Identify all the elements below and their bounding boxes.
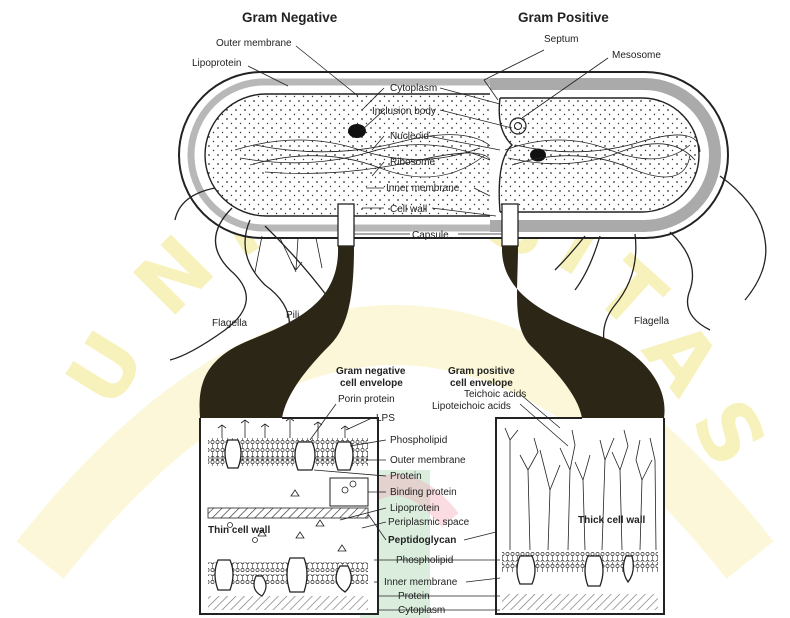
title-pos-envelope-2: cell envelope — [450, 378, 513, 389]
header-gram-positive: Gram Positive — [518, 10, 609, 25]
gram-negative-cell — [179, 72, 505, 246]
label-lipoprotein: Lipoprotein — [192, 58, 241, 69]
label-outer-membrane-env: Outer membrane — [390, 455, 466, 466]
inclusion-body-left — [348, 124, 366, 138]
label-ribosome: Ribosome — [390, 157, 435, 168]
label-cell-wall: Cell wall — [390, 204, 427, 215]
label-outer-membrane: Outer membrane — [216, 38, 292, 49]
label-phospholipid-top: Phospholipid — [390, 435, 447, 446]
title-neg-envelope-1: Gram negative — [336, 366, 406, 377]
label-septum: Septum — [544, 34, 578, 45]
label-inner-membrane: Inner membrane — [386, 183, 460, 194]
label-phospholipid-bottom: Phospholipid — [396, 555, 453, 566]
label-peptidoglycan: Peptidoglycan — [388, 535, 456, 546]
label-pili: Pili — [286, 310, 299, 321]
label-periplasmic-space: Periplasmic space — [388, 517, 470, 528]
gram-positive-cell — [490, 72, 728, 246]
label-lipoteichoic-acids: Lipoteichoic acids — [432, 401, 511, 412]
negative-envelope-layers — [208, 418, 368, 610]
label-lipoprotein-env: Lipoprotein — [390, 503, 439, 514]
label-inclusion-body: Inclusion body — [372, 106, 436, 117]
label-thick-cell-wall: Thick cell wall — [578, 515, 645, 526]
label-cytoplasm: Cytoplasm — [390, 83, 437, 94]
label-mesosome: Mesosome — [612, 50, 661, 61]
label-binding-protein: Binding protein — [390, 487, 457, 498]
magnify-box-left — [338, 204, 354, 246]
label-protein-bottom: Protein — [398, 591, 430, 602]
header-gram-negative: Gram Negative — [242, 10, 338, 25]
label-capsule: Capsule — [412, 230, 449, 241]
title-neg-envelope-2: cell envelope — [340, 378, 403, 389]
title-pos-envelope-1: Gram positive — [448, 366, 515, 377]
label-flagella-left: Flagella — [212, 318, 247, 329]
label-protein-top: Protein — [390, 471, 422, 482]
label-cytoplasm-env: Cytoplasm — [398, 605, 445, 616]
label-nucleoid: Nucleoid — [390, 131, 429, 142]
label-thin-cell-wall: Thin cell wall — [208, 525, 270, 536]
label-flagella-right: Flagella — [634, 316, 669, 327]
label-inner-membrane-env: Inner membrane — [384, 577, 458, 588]
label-teichoic-acids: Teichoic acids — [464, 389, 526, 400]
label-lps: LPS — [376, 413, 395, 424]
magnify-box-right — [502, 204, 518, 246]
label-porin-protein: Porin protein — [338, 394, 395, 405]
